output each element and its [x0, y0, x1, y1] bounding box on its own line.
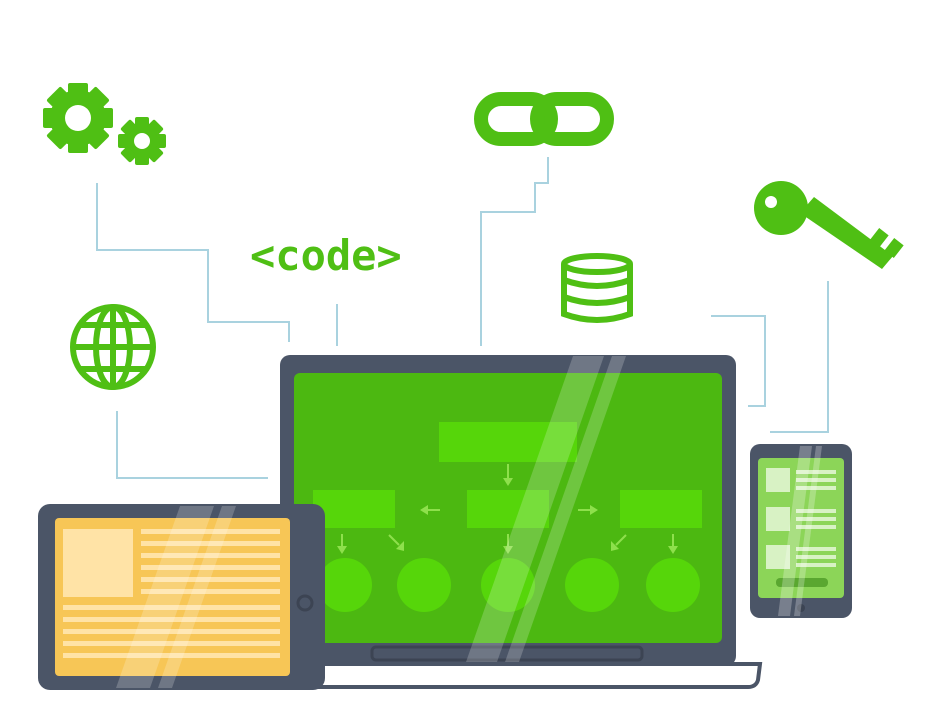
smartphone	[750, 444, 852, 618]
laptop	[263, 355, 763, 689]
flowchart-diagram	[313, 422, 702, 612]
gears-icon	[43, 83, 166, 165]
database-icon	[561, 253, 633, 323]
chain-link-icon	[474, 92, 614, 146]
key-icon	[754, 181, 904, 269]
tablet	[38, 504, 325, 690]
connector-lines	[96, 157, 829, 479]
code-tag-label: <code>	[250, 231, 402, 280]
globe-icon	[70, 304, 156, 390]
